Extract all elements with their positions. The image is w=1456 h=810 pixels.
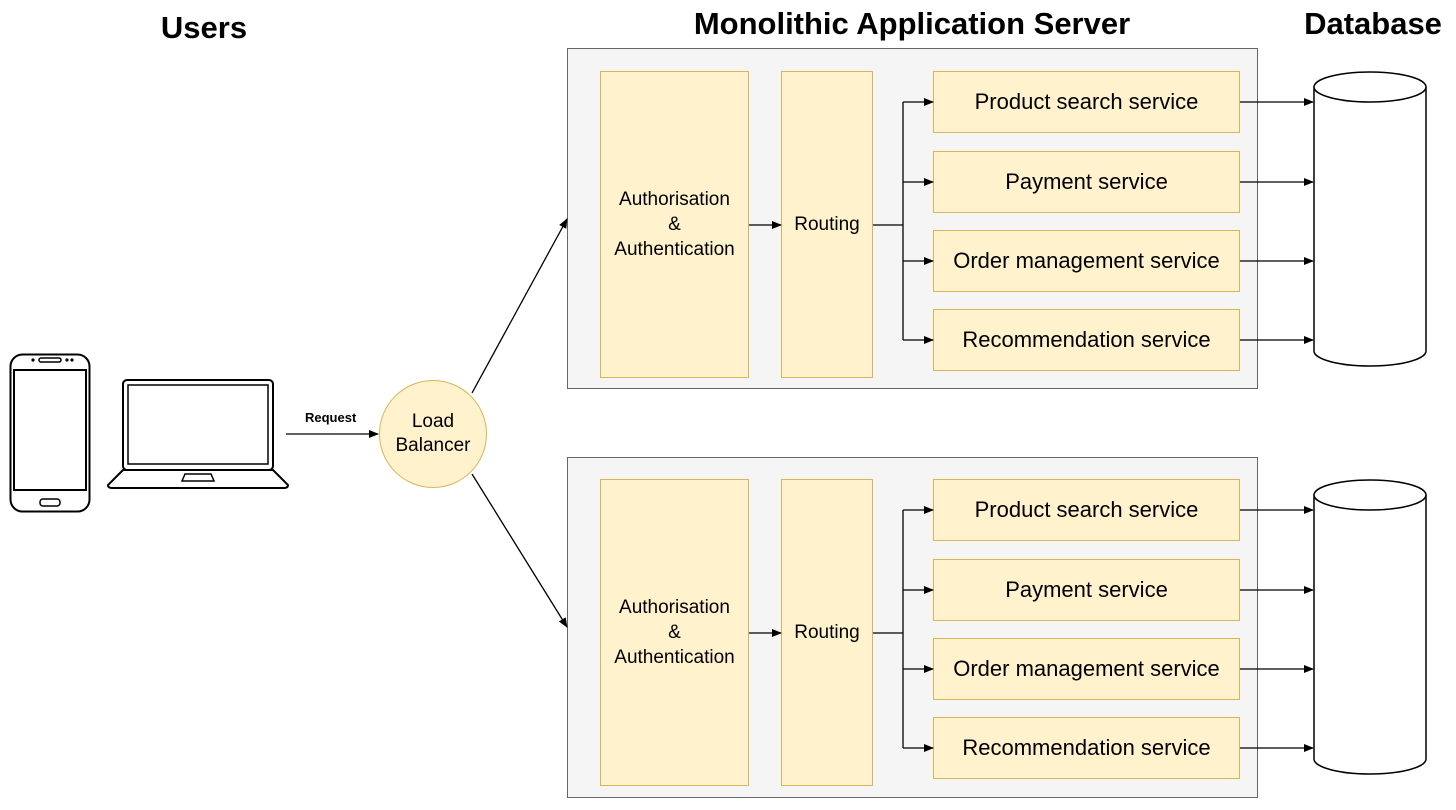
request-label: Request [305, 410, 357, 425]
auth-label-1: Authorisation & Authentication [614, 189, 735, 260]
routing-block-2: Routing [781, 479, 873, 786]
lb-to-server-1-arrow [471, 218, 568, 394]
auth-label-2: Authorisation & Authentication [614, 597, 735, 668]
service-box: Payment service [933, 559, 1240, 621]
database-heading: Database [1304, 6, 1442, 41]
service-box: Order management service [933, 638, 1240, 700]
service-box: Payment service [933, 151, 1240, 213]
service-label: Payment service [1005, 577, 1168, 602]
load-balancer: Load Balancer [379, 380, 487, 488]
service-box: Order management service [933, 230, 1240, 292]
auth-block-2: Authorisation & Authentication [600, 479, 749, 786]
service-label: Order management service [953, 248, 1220, 273]
routing-label-2: Routing [794, 622, 860, 643]
database-cylinder-icon [1313, 479, 1427, 775]
service-label: Product search service [974, 497, 1199, 522]
server-heading: Monolithic Application Server [693, 6, 1131, 41]
service-box: Recommendation service [933, 717, 1240, 779]
routing-block-1: Routing [781, 71, 873, 378]
database-cylinder-icon [1313, 71, 1427, 367]
smartphone-icon [9, 353, 91, 513]
service-label: Recommendation service [962, 327, 1211, 352]
load-balancer-label: Load Balancer [395, 411, 471, 456]
lb-to-server-2-arrow [471, 473, 568, 628]
service-label: Order management service [953, 656, 1220, 681]
routing-label-1: Routing [794, 214, 860, 235]
service-box: Recommendation service [933, 309, 1240, 371]
service-label: Recommendation service [962, 735, 1211, 760]
service-label: Payment service [1005, 169, 1168, 194]
service-box: Product search service [933, 479, 1240, 541]
auth-block-1: Authorisation & Authentication [600, 71, 749, 378]
users-heading: Users [160, 10, 248, 45]
service-label: Product search service [974, 89, 1199, 114]
service-box: Product search service [933, 71, 1240, 133]
laptop-icon [106, 379, 290, 489]
